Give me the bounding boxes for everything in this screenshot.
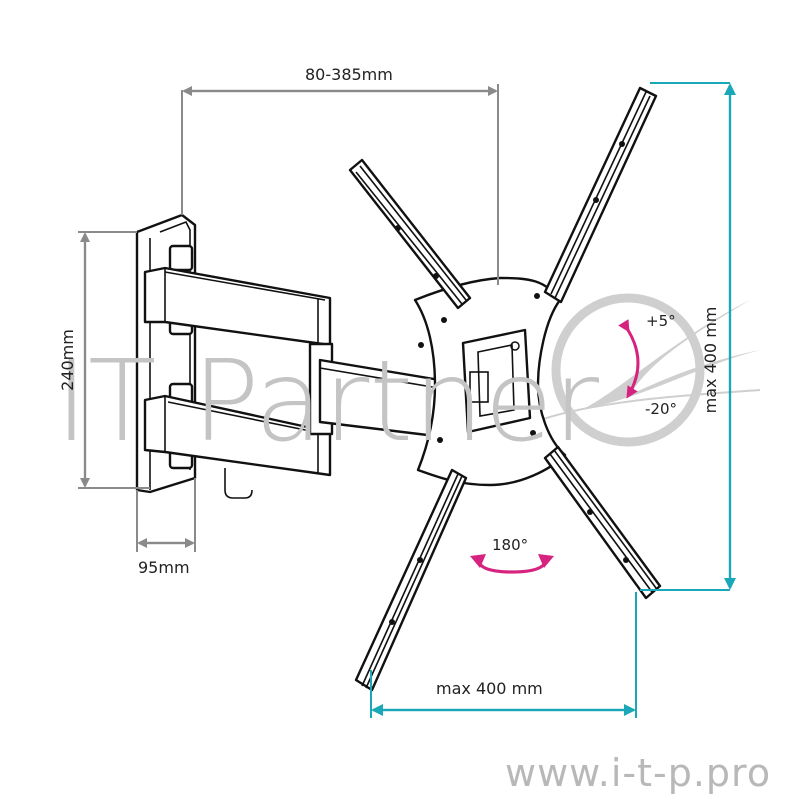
- rail-bottom-left: [354, 468, 468, 692]
- rail-top-left: [348, 158, 472, 310]
- upper-arm: [143, 266, 332, 347]
- rail-bottom-right: [543, 445, 662, 600]
- extension-arm: [308, 342, 454, 440]
- label-plate-height: 240mm: [58, 329, 77, 391]
- dimension-vesa-vertical: [640, 82, 736, 591]
- label-tilt-down: -20°: [645, 400, 677, 418]
- rail-top-right: [543, 86, 658, 304]
- watermark-url: www.i-t-p.pro: [505, 751, 771, 795]
- label-swivel: 180°: [492, 536, 528, 554]
- label-vesa-vertical: max 400 mm: [701, 307, 720, 414]
- vesa-plate: [413, 276, 567, 487]
- dimension-plate-depth: [136, 478, 196, 552]
- dimension-vesa-horizontal: [370, 592, 637, 718]
- dimension-plate-height: [78, 231, 150, 489]
- label-plate-depth: 95mm: [138, 558, 190, 577]
- watermark-brand: IT Partner: [55, 337, 599, 467]
- label-tilt-up: +5°: [646, 312, 676, 330]
- tilt-arrow-icon: [618, 319, 640, 399]
- label-vesa-horizontal: max 400 mm: [436, 679, 543, 698]
- label-arm-extension: 80-385mm: [305, 65, 393, 84]
- lower-arm: [143, 394, 332, 499]
- swivel-arrow-icon: [470, 554, 554, 574]
- dimension-arm-extension: [181, 84, 499, 285]
